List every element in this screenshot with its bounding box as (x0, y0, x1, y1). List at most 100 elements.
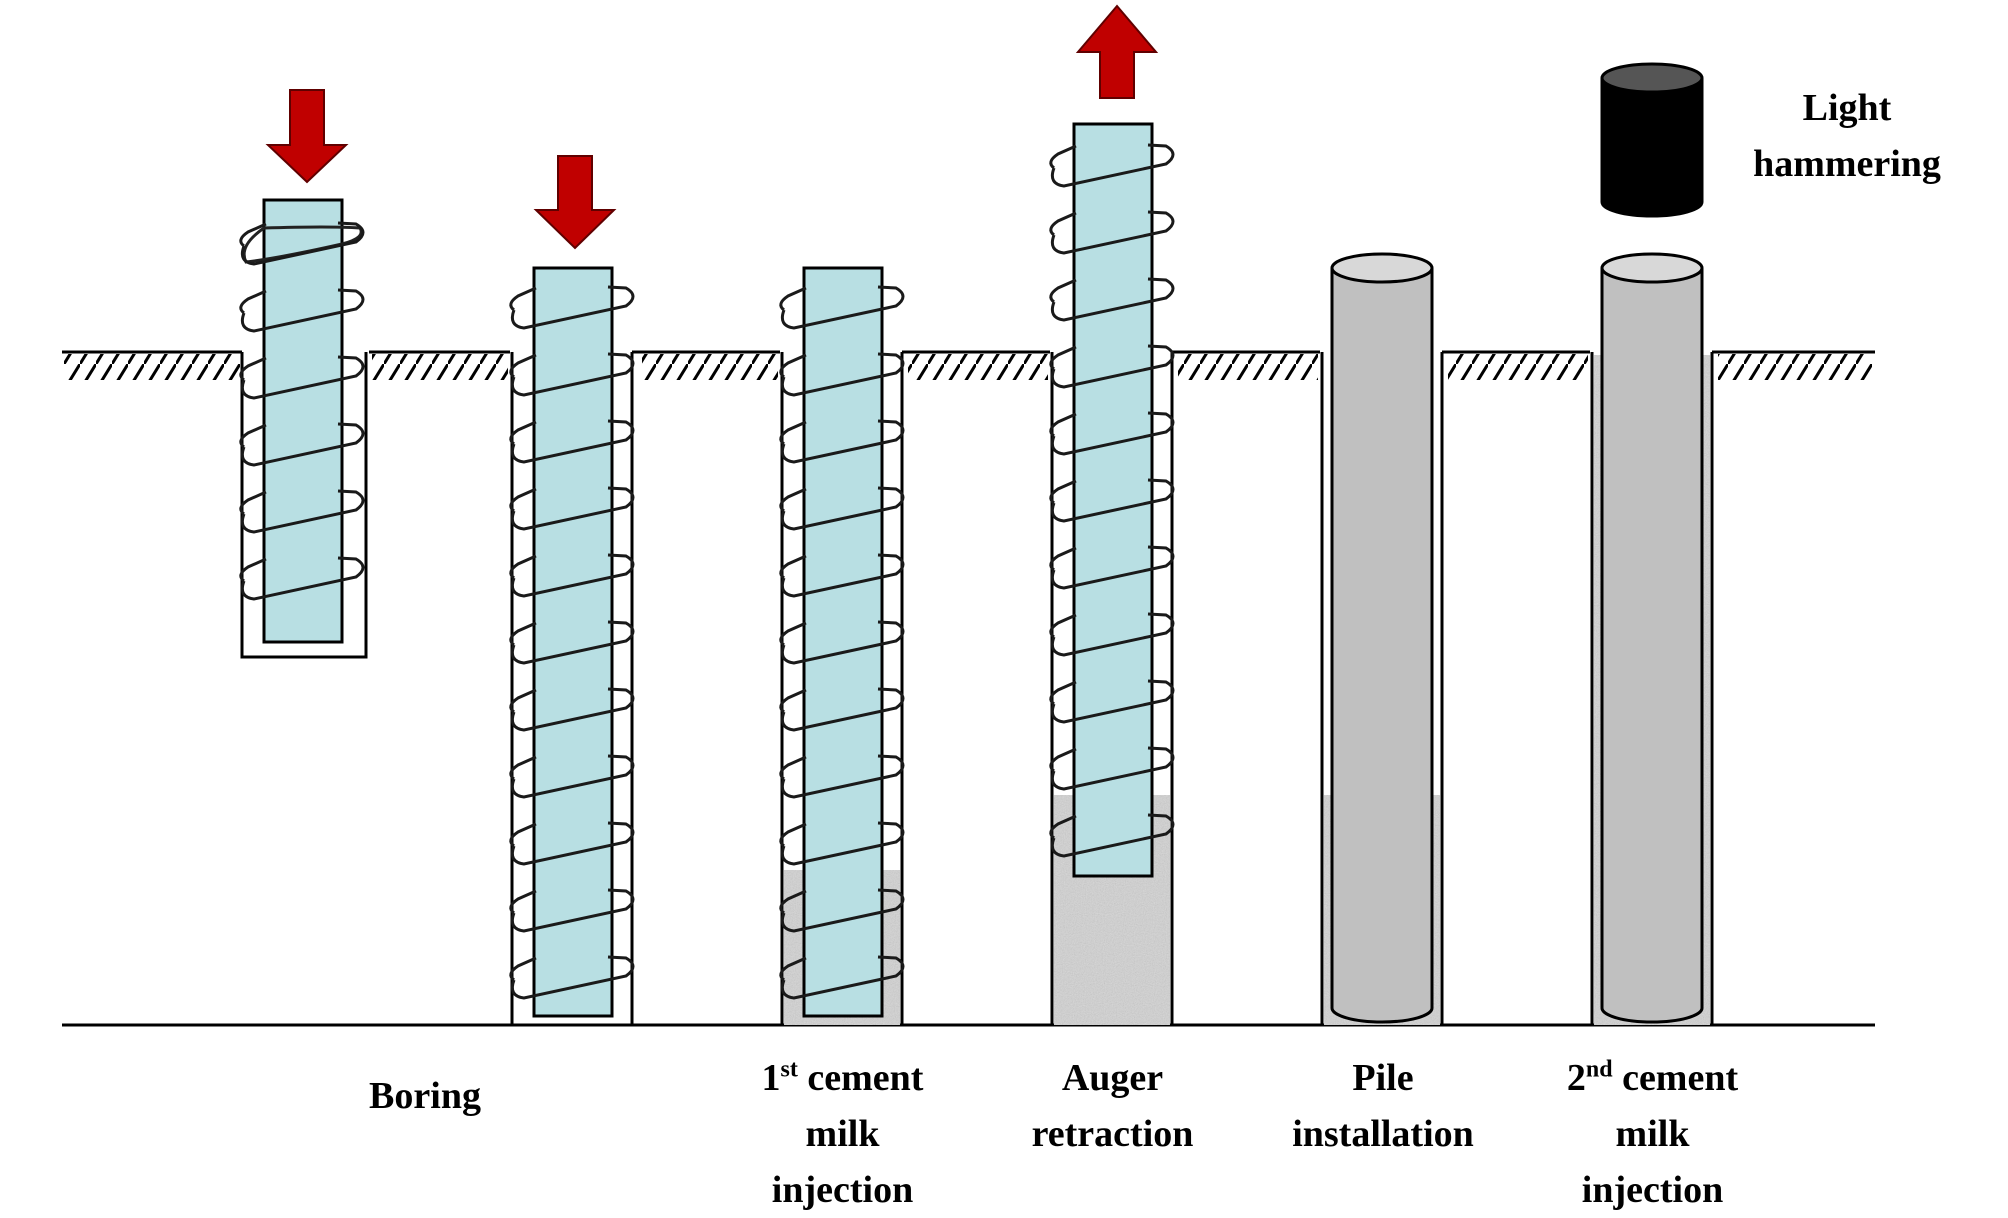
auger-flight (510, 352, 635, 397)
down-arrow-icon (265, 89, 349, 184)
auger-flight (240, 489, 365, 534)
auger-flight (779, 755, 807, 781)
auger-flight (1049, 479, 1077, 505)
auger-flight (1050, 411, 1175, 456)
auger-flight (779, 420, 807, 446)
auger-flight (779, 621, 807, 647)
auger-flight (510, 285, 635, 330)
auger-flight (509, 621, 537, 647)
auger-flight (239, 222, 267, 248)
pile (1330, 268, 1434, 1024)
auger-flight (1049, 546, 1077, 572)
auger-flight (1050, 344, 1175, 389)
auger-flight (509, 956, 537, 982)
auger-flight (510, 419, 635, 464)
auger-flight (780, 553, 905, 598)
borehole-outline (1590, 352, 1714, 1025)
down-arrow-icon (533, 155, 617, 250)
auger-flight (780, 754, 905, 799)
auger-flight (779, 889, 807, 915)
auger-flight (510, 955, 635, 1000)
auger-flight (779, 822, 807, 848)
step-3-first-injection (780, 266, 904, 1025)
step-label-second-injection: 2nd cement milk injection (1566, 1056, 1739, 1211)
auger-flight (240, 221, 365, 266)
borehole-outline (1320, 352, 1444, 1025)
auger-flight (1050, 545, 1175, 590)
auger-flight (1050, 612, 1175, 657)
auger-flight (509, 554, 537, 580)
auger-flight (240, 556, 365, 601)
auger-flight (510, 687, 635, 732)
auger-shaft (532, 266, 614, 1018)
step-5-pile-installation (1320, 252, 1444, 1025)
auger-flight (509, 822, 537, 848)
auger-flight (1050, 679, 1175, 724)
auger-flight (780, 955, 905, 1000)
auger-flight (1050, 277, 1175, 322)
auger-flight (239, 490, 267, 516)
auger-flight (510, 888, 635, 933)
auger-flight (780, 486, 905, 531)
step-label-boring: Boring (369, 1075, 481, 1117)
step-1-boring (240, 89, 368, 659)
auger-flight (1049, 412, 1077, 438)
auger-flight (510, 620, 635, 665)
auger-flight (780, 821, 905, 866)
auger-flight (1050, 746, 1175, 791)
auger-flight (779, 554, 807, 580)
auger-flight (780, 687, 905, 732)
auger-flight (779, 286, 807, 312)
auger-flight (509, 889, 537, 915)
auger-flight (509, 420, 537, 446)
auger-flight (509, 688, 537, 714)
auger-flight (240, 288, 365, 333)
auger-flight (239, 289, 267, 315)
auger-flight (779, 688, 807, 714)
auger-flight (1050, 210, 1175, 255)
auger-shaft (802, 266, 884, 1018)
up-arrow-icon (1075, 4, 1159, 99)
auger-flight (240, 422, 365, 467)
auger-flight (779, 487, 807, 513)
auger-flight (510, 754, 635, 799)
auger-flight (1049, 211, 1077, 237)
auger-flight (780, 888, 905, 933)
auger-flight (1050, 143, 1175, 188)
auger-flight (1049, 680, 1077, 706)
pile-top (1330, 252, 1434, 284)
auger-flight (1050, 478, 1175, 523)
ground-surface (62, 350, 1875, 380)
auger-flight (239, 423, 267, 449)
step-4-auger-retraction (1050, 4, 1174, 1025)
auger-flight (780, 419, 905, 464)
step-label-pile-installation: Pile installation (1292, 1057, 1474, 1155)
auger-flight (1049, 613, 1077, 639)
pile (1600, 268, 1704, 1024)
hammer-label: Light hammering (1753, 87, 1941, 185)
auger-flight (240, 355, 365, 400)
auger-flight (239, 356, 267, 382)
auger-flight (510, 821, 635, 866)
auger-flight (1049, 278, 1077, 304)
auger-flight (1049, 814, 1077, 840)
auger-flight (1049, 144, 1077, 170)
auger-flight (1050, 813, 1175, 858)
auger-flight (1049, 747, 1077, 773)
auger-flight (510, 486, 635, 531)
auger-flight (780, 352, 905, 397)
auger-flight (780, 620, 905, 665)
pile-top (1600, 252, 1704, 284)
auger-flight (239, 557, 267, 583)
auger-shaft (262, 198, 344, 644)
auger-flight (509, 755, 537, 781)
auger-spirals (239, 143, 1175, 1000)
step-6-second-injection (1590, 62, 1714, 1025)
auger-flight (509, 286, 537, 312)
auger-flight (509, 487, 537, 513)
hammer-icon (1600, 62, 1704, 218)
auger-flight (779, 353, 807, 379)
step-label-auger-retraction: Auger retraction (1031, 1057, 1194, 1155)
auger-flight (779, 956, 807, 982)
